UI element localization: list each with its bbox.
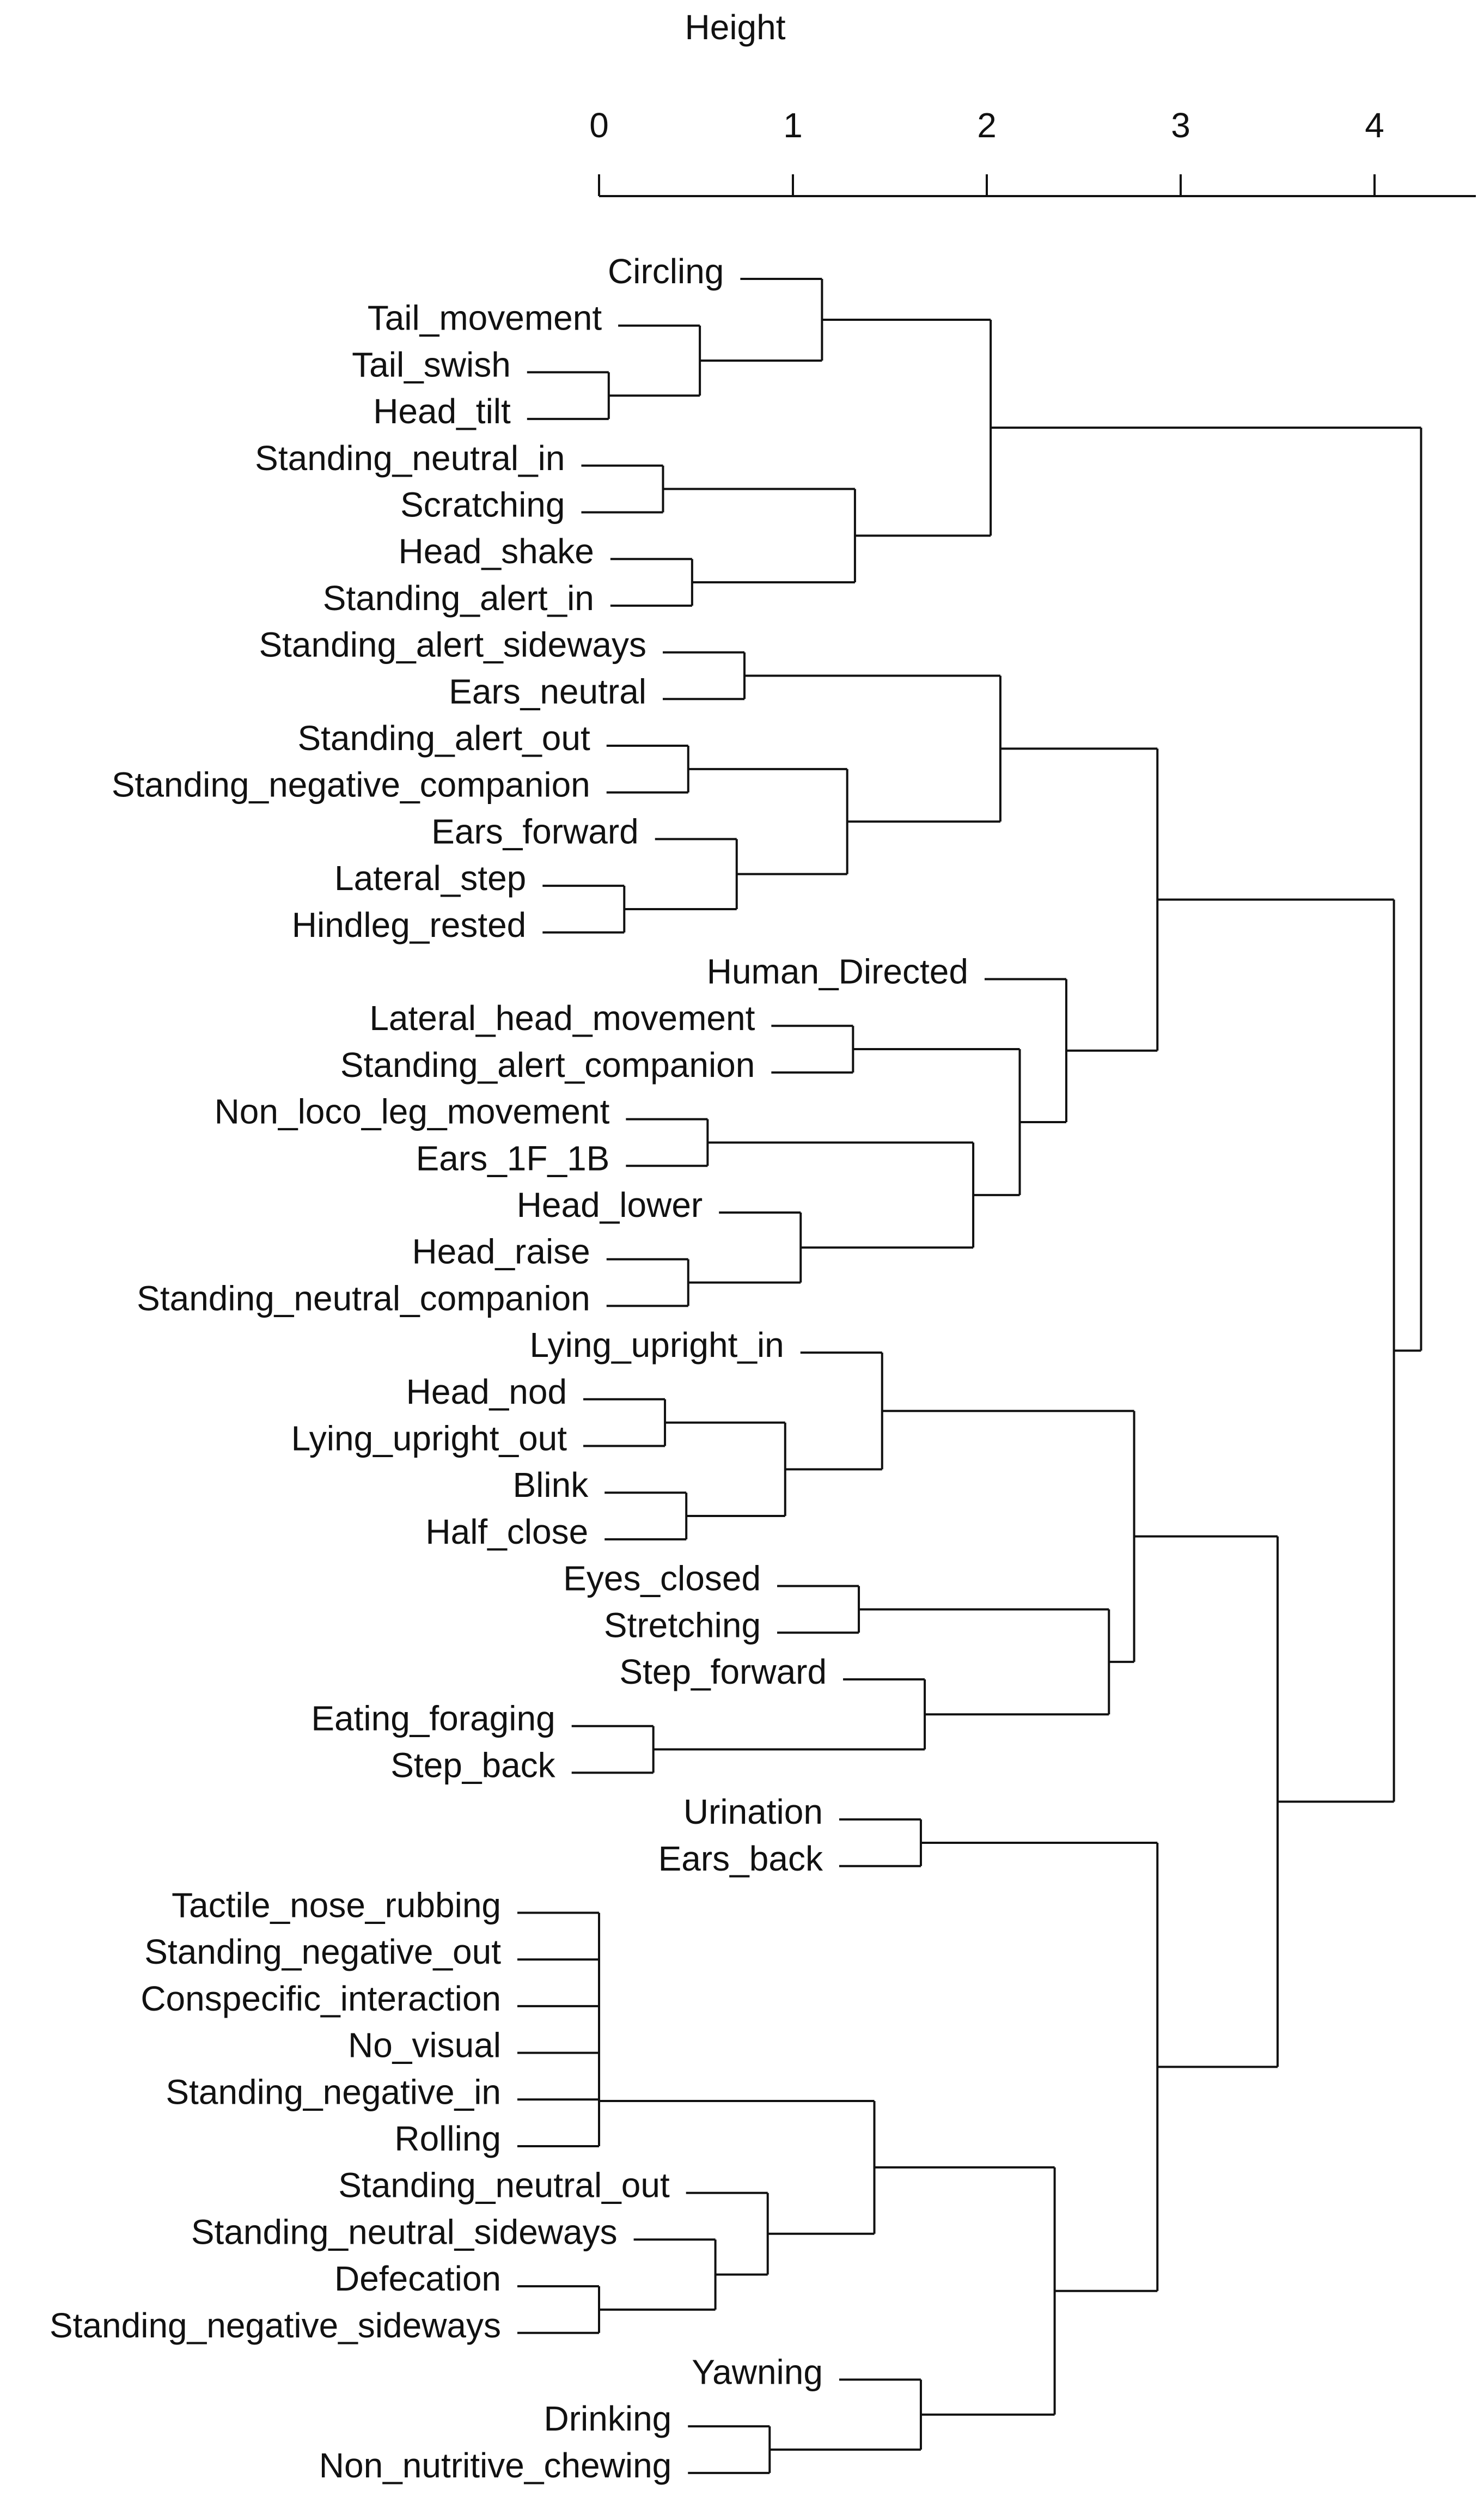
leaf-label-scratching: Scratching (400, 485, 565, 525)
tick-label: 0 (589, 106, 609, 145)
leaf-label-standing-neutral-sideways: Standing_neutral_sideways (191, 2212, 618, 2251)
leaf-labels: CirclingTail_movementTail_swishHead_tilt… (50, 252, 968, 2485)
leaf-label-standing-alert-out: Standing_alert_out (297, 718, 590, 758)
leaf-label-ears-1f-1b: Ears_1F_1B (416, 1138, 610, 1178)
leaf-label-tail-swish: Tail_swish (352, 345, 511, 384)
leaf-label-ears-back: Ears_back (658, 1839, 823, 1878)
axis-title: Height (685, 8, 786, 47)
leaf-label-standing-neutral-out: Standing_neutral_out (338, 2166, 670, 2205)
leaf-label-standing-alert-in: Standing_alert_in (323, 578, 594, 618)
leaf-label-eating-foraging: Eating_foraging (311, 1699, 555, 1738)
tick-label: 1 (783, 106, 803, 145)
tick-label: 2 (977, 106, 997, 145)
leaf-label-standing-negative-out: Standing_negative_out (144, 1932, 501, 1971)
leaf-label-standing-neutral-in: Standing_neutral_in (255, 439, 565, 478)
leaf-label-head-tilt: Head_tilt (373, 392, 511, 431)
leaf-label-defecation: Defecation (334, 2259, 501, 2298)
leaf-label-lying-upright-out: Lying_upright_out (291, 1419, 567, 1458)
leaf-label-standing-alert-sideways: Standing_alert_sideways (259, 625, 646, 665)
leaf-label-yawning: Yawning (692, 2353, 823, 2392)
leaf-label-head-raise: Head_raise (412, 1232, 590, 1271)
leaf-label-drinking: Drinking (544, 2399, 672, 2438)
tick-label: 3 (1171, 106, 1190, 145)
leaf-label-non-nutritive-chewing: Non_nutritive_chewing (319, 2446, 672, 2485)
leaf-label-lateral-head-movement: Lateral_head_movement (369, 998, 755, 1038)
leaf-label-ears-forward: Ears_forward (431, 812, 639, 851)
leaf-label-head-lower: Head_lower (517, 1185, 703, 1225)
leaf-label-standing-negative-companion: Standing_negative_companion (112, 765, 590, 805)
leaf-label-tactile-nose-rubbing: Tactile_nose_rubbing (172, 1886, 501, 1925)
leaf-label-ears-neutral: Ears_neutral (449, 672, 646, 711)
leaf-label-standing-neutral-companion: Standing_neutral_companion (137, 1278, 590, 1318)
leaf-label-human-directed: Human_Directed (707, 952, 968, 991)
leaf-label-urination: Urination (683, 1792, 823, 1831)
leaf-label-half-close: Half_close (425, 1512, 588, 1551)
leaf-label-hindleg-rested: Hindleg_rested (292, 905, 527, 945)
leaf-label-conspecific-interaction: Conspecific_interaction (141, 1979, 501, 2018)
leaf-label-step-forward: Step_forward (619, 1652, 827, 1691)
leaf-label-head-nod: Head_nod (406, 1372, 567, 1411)
leaf-label-standing-negative-in: Standing_negative_in (166, 2072, 501, 2111)
leaf-label-lateral-step: Lateral_step (334, 858, 526, 898)
leaf-label-non-loco-leg-movement: Non_loco_leg_movement (215, 1092, 610, 1131)
leaf-label-tail-movement: Tail_movement (368, 299, 602, 338)
leaf-label-stretching: Stretching (604, 1605, 761, 1645)
leaf-label-circling: Circling (608, 252, 724, 291)
tick-label: 4 (1365, 106, 1384, 145)
leaf-label-blink: Blink (512, 1465, 589, 1505)
leaf-label-no-visual: No_visual (348, 2026, 501, 2065)
leaf-label-standing-alert-companion: Standing_alert_companion (340, 1045, 755, 1085)
dendrogram-links (517, 278, 1422, 2474)
height-axis: 0 1 2 3 4 (589, 106, 1476, 197)
leaf-label-lying-upright-in: Lying_upright_in (529, 1325, 784, 1365)
leaf-label-eyes-closed: Eyes_closed (563, 1559, 761, 1598)
leaf-label-head-shake: Head_shake (399, 532, 594, 571)
leaf-label-standing-negative-sideways: Standing_negative_sideways (50, 2306, 501, 2345)
leaf-label-step-back: Step_back (390, 1745, 555, 1785)
leaf-label-rolling: Rolling (394, 2119, 501, 2158)
